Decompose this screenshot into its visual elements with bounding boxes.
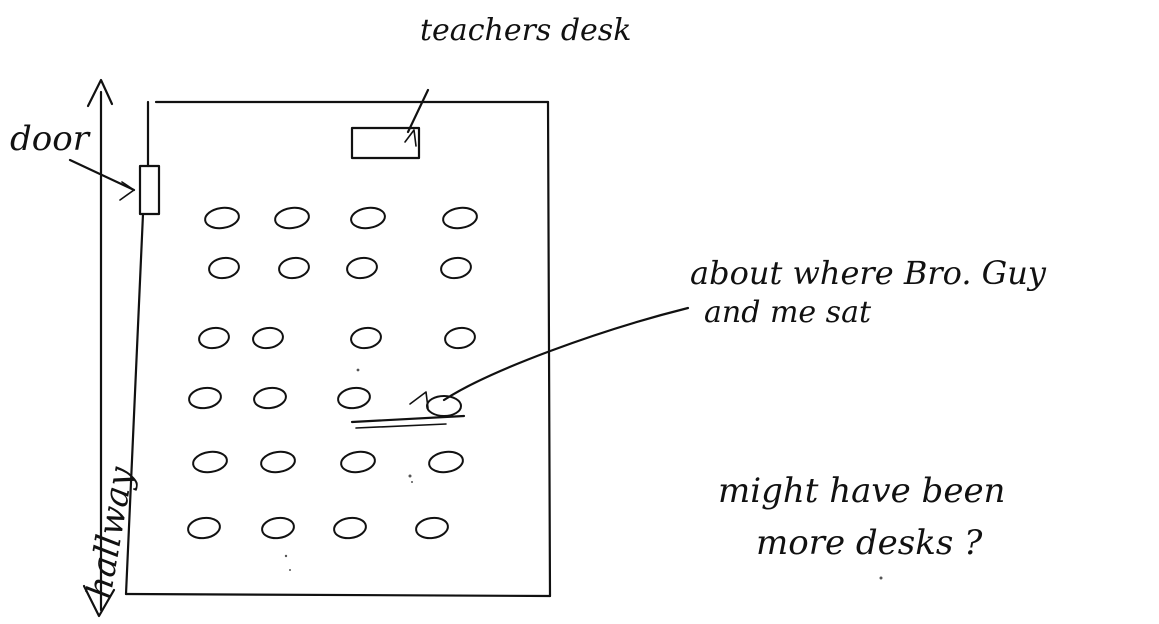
hallway-arrow (82, 78, 116, 618)
student-desk (333, 516, 367, 540)
student-desk (350, 206, 386, 230)
student-desk (340, 450, 376, 474)
student-desks (187, 206, 478, 540)
where-sat-note-line1: about where Bro. Guy (690, 254, 1047, 292)
student-desk (444, 326, 476, 350)
student-desk (252, 326, 284, 350)
student-desk (442, 206, 478, 230)
student-desk (204, 206, 240, 230)
student-desk (208, 256, 240, 280)
student-desk (346, 256, 378, 280)
more-desks-note-line1: might have been (718, 471, 1005, 511)
seat-pointer (442, 306, 690, 402)
door (138, 164, 161, 216)
teachers-desk (350, 126, 421, 160)
student-desk (187, 516, 221, 540)
more-desks-note-line2: more desks ? (756, 523, 983, 563)
student-desk (337, 386, 371, 410)
student-desk (350, 326, 382, 350)
student-desk (192, 450, 228, 474)
door-label: door (10, 119, 91, 159)
student-desk (278, 256, 310, 280)
where-sat-note-line2: and me sat (704, 295, 872, 330)
teachers-desk-label: teachers desk (420, 13, 631, 48)
classroom-outline (124, 100, 552, 598)
student-desk (260, 450, 296, 474)
student-desk (261, 516, 295, 540)
door-pointer (68, 158, 136, 192)
paper-speckles (284, 368, 883, 580)
student-desk (415, 516, 449, 540)
hallway-label: hallway (79, 463, 142, 601)
student-desk (253, 386, 287, 410)
student-desk (428, 450, 464, 474)
student-desk (198, 326, 230, 350)
student-desk (274, 206, 310, 230)
student-desk (440, 256, 472, 280)
teachers-desk-pointer (406, 88, 430, 134)
student-desk (188, 386, 222, 410)
